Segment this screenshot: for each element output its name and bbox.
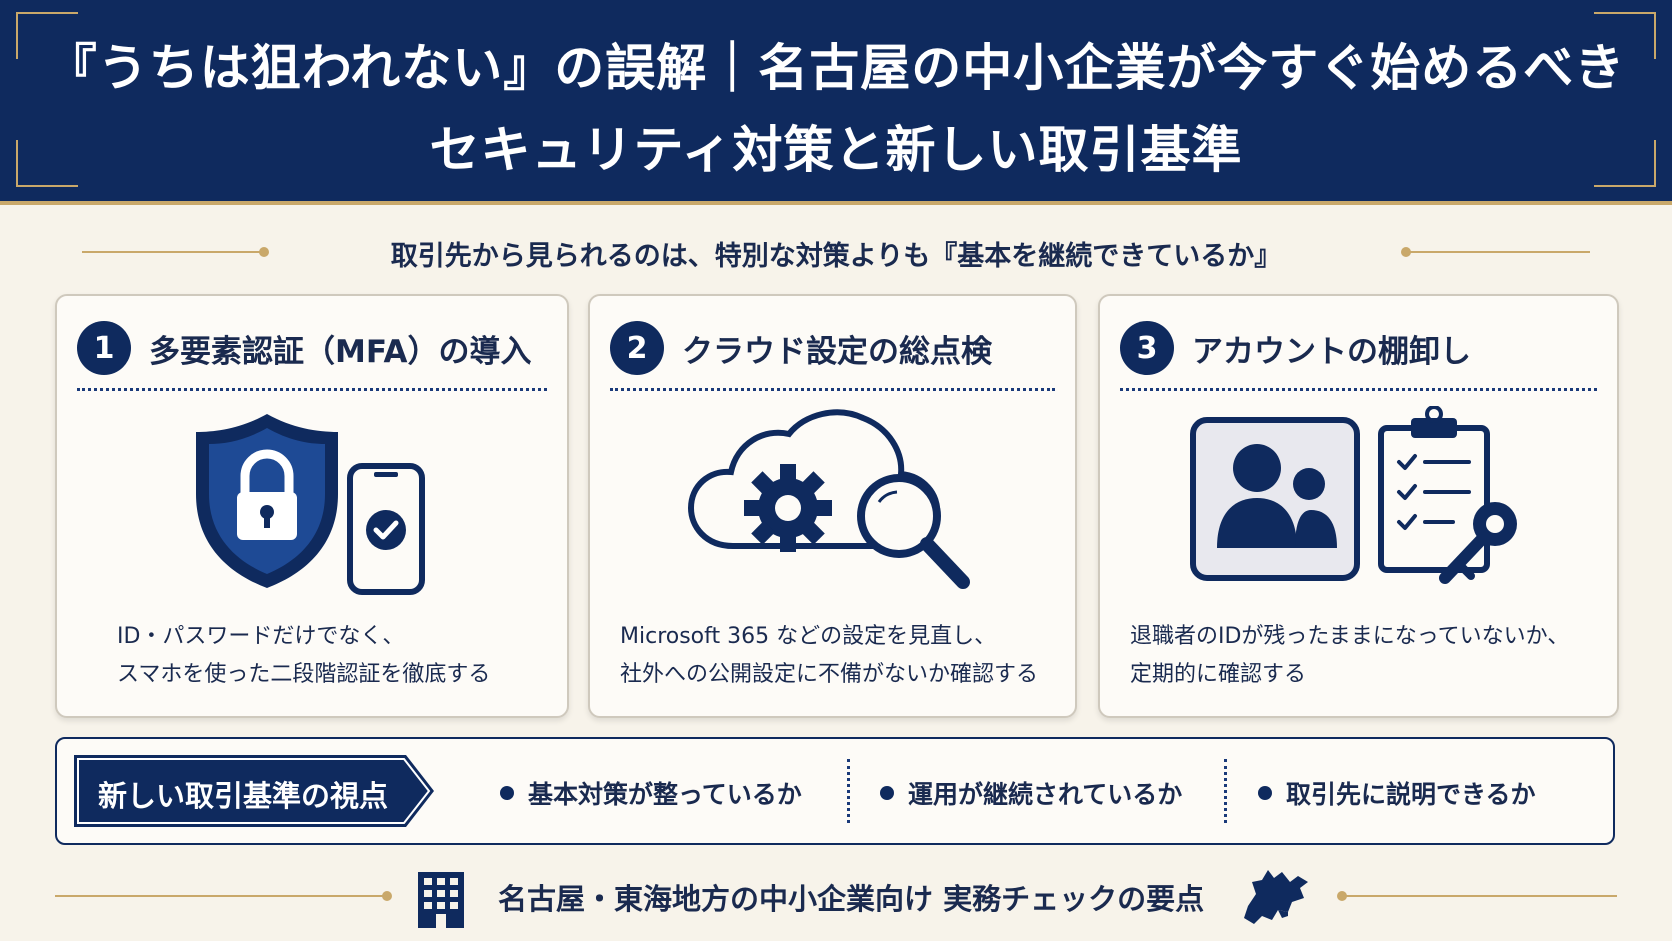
building-icon xyxy=(418,872,464,928)
criteria-item-label: 取引先に説明できるか xyxy=(1286,780,1536,809)
card-mfa: 1 多要素認証（MFA）の導入 ID・パスワードだけでなく、 スマホを使った二段… xyxy=(55,294,569,718)
dotted-divider xyxy=(847,759,850,823)
corner-ornament xyxy=(16,140,78,187)
criteria-item: 基本対策が整っているか xyxy=(500,775,802,811)
card-header: 2 クラウド設定の総点検 xyxy=(610,320,992,376)
header-banner: 『うちは狙われない』の誤解｜名古屋の中小企業が今すぐ始めるべき セキュリティ対策… xyxy=(0,0,1672,205)
description-line: 社外への公開設定に不備がないか確認する xyxy=(620,662,1039,687)
corner-ornament xyxy=(1594,140,1656,187)
bullet-icon xyxy=(880,786,894,800)
card-title: アカウントの棚卸し xyxy=(1192,333,1471,370)
criteria-panel: 新しい取引基準の視点 基本対策が整っているか 運用が継続されているか 取引先に説… xyxy=(55,737,1615,845)
description-line: 退職者のIDが残ったままになっていないか、 xyxy=(1130,624,1570,649)
card-description: Microsoft 365 などの設定を見直し、 社外への公開設定に不備がないか… xyxy=(620,618,1065,694)
page-title-line1: 『うちは狙われない』の誤解｜名古屋の中小企業が今すぐ始めるべき xyxy=(46,39,1626,97)
dotted-divider xyxy=(1224,759,1227,823)
card-header: 1 多要素認証（MFA）の導入 xyxy=(77,320,531,376)
description-line: スマホを使った二段階認証を徹底する xyxy=(117,662,491,687)
card-header: 3 アカウントの棚卸し xyxy=(1120,320,1471,376)
footer: 名古屋・東海地方の中小企業向け 実務チェックの要点 xyxy=(0,862,1672,932)
card-description: ID・パスワードだけでなく、 スマホを使った二段階認証を徹底する xyxy=(117,618,557,694)
bullet-icon xyxy=(500,786,514,800)
corner-ornament xyxy=(1594,12,1656,59)
description-line: ID・パスワードだけでなく、 xyxy=(117,624,405,649)
divider-rule xyxy=(55,891,392,901)
step-number-badge: 2 xyxy=(610,321,664,375)
bullet-icon xyxy=(1258,786,1272,800)
shield-lock-phone-check-icon xyxy=(57,406,567,596)
divider-rule xyxy=(1401,247,1590,257)
criteria-label-text: 新しい取引基準の視点 xyxy=(98,779,389,813)
subtitle-row: 取引先から見られるのは、特別な対策よりも『基本を継続できているか』 xyxy=(0,230,1672,274)
description-line: 定期的に確認する xyxy=(1130,662,1307,687)
criteria-label-arrow: 新しい取引基準の視点 xyxy=(74,755,434,827)
page-title-line2: セキュリティ対策と新しい取引基準 xyxy=(429,121,1243,179)
criteria-item: 取引先に説明できるか xyxy=(1258,775,1536,811)
dotted-divider xyxy=(610,388,1055,391)
cloud-gear-magnifier-icon xyxy=(590,406,1075,596)
description-line: Microsoft 365 などの設定を見直し、 xyxy=(620,624,997,649)
criteria-item-label: 運用が継続されているか xyxy=(908,780,1183,809)
card-title: 多要素認証（MFA）の導入 xyxy=(149,333,532,370)
criteria-item: 運用が継続されているか xyxy=(880,775,1182,811)
step-number-badge: 3 xyxy=(1120,321,1174,375)
dotted-divider xyxy=(1120,388,1597,391)
card-title: クラウド設定の総点検 xyxy=(682,333,992,370)
card-account-audit: 3 アカウントの棚卸し 退職者のIDが残ったままになっていないか、 定期的に xyxy=(1098,294,1619,718)
divider-rule xyxy=(1337,891,1617,901)
corner-ornament xyxy=(16,12,78,59)
step-number-badge: 1 xyxy=(77,321,131,375)
users-checklist-key-icon xyxy=(1100,406,1617,596)
map-region-icon xyxy=(1244,870,1308,924)
subtitle: 取引先から見られるのは、特別な対策よりも『基本を継続できているか』 xyxy=(390,241,1282,272)
divider-rule xyxy=(82,247,269,257)
card-description: 退職者のIDが残ったままになっていないか、 定期的に確認する xyxy=(1130,618,1607,694)
criteria-item-label: 基本対策が整っているか xyxy=(528,780,802,809)
footer-text: 名古屋・東海地方の中小企業向け 実務チェックの要点 xyxy=(498,882,1205,916)
card-cloud-settings: 2 クラウド設定の総点検 xyxy=(588,294,1077,718)
dotted-divider xyxy=(77,388,547,391)
